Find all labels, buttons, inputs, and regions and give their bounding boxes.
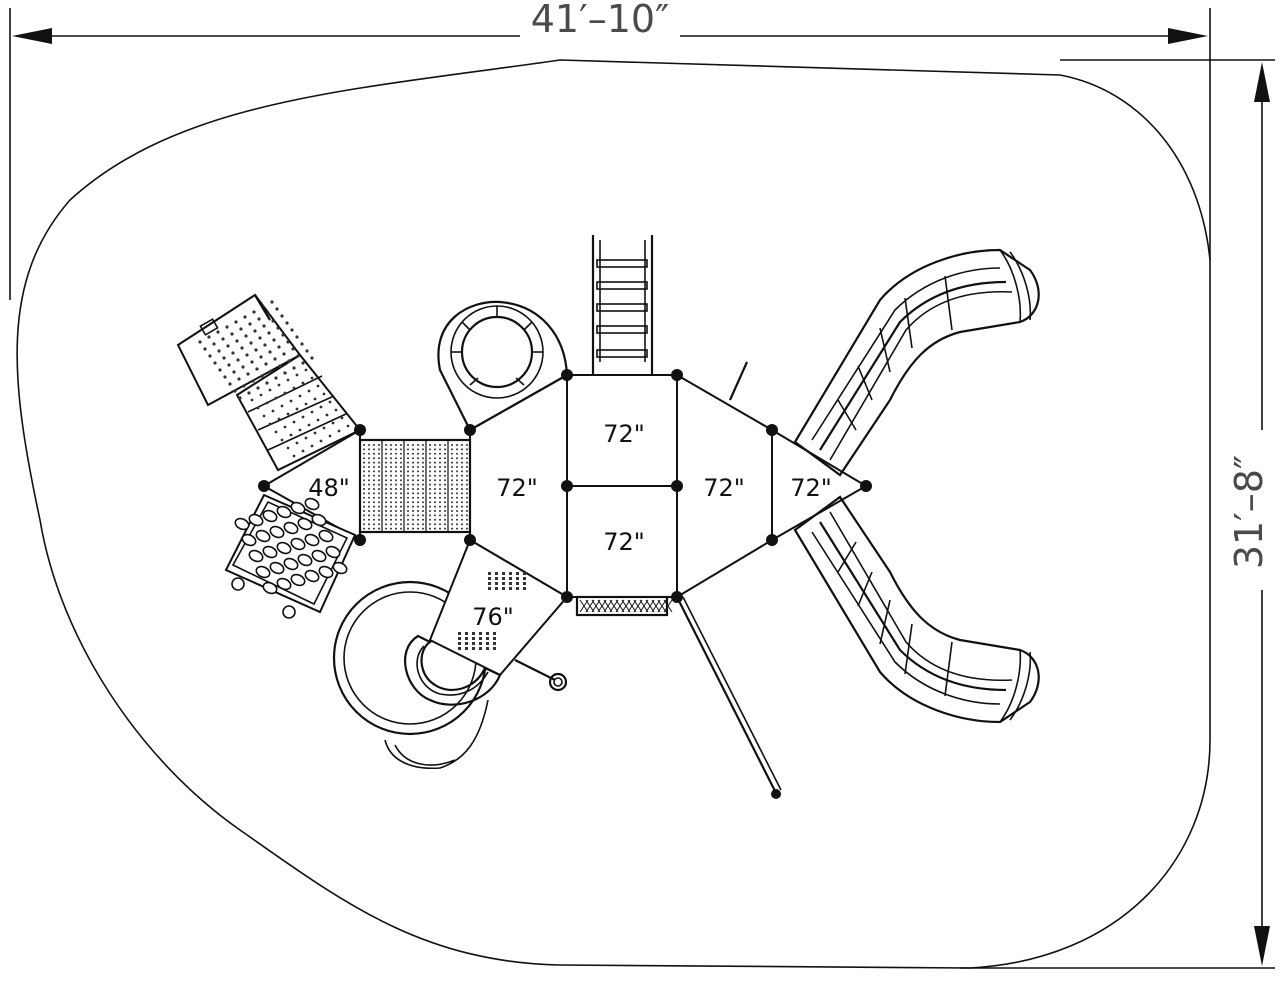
net-climber bbox=[224, 493, 357, 619]
crawl-tube bbox=[437, 300, 569, 432]
deck-bottom-square bbox=[566, 485, 678, 598]
step-climber bbox=[176, 293, 362, 472]
deck-label-slide-deck: 76" bbox=[472, 603, 514, 631]
fire-pole bbox=[676, 596, 782, 799]
deck-structure bbox=[261, 373, 868, 599]
deck-label-right-triangle: 72" bbox=[790, 474, 832, 502]
arrow-left-icon bbox=[12, 28, 52, 44]
deck-top-square bbox=[566, 374, 678, 487]
grab-pole bbox=[728, 361, 749, 401]
width-dimension-label: 41′–10″ bbox=[531, 0, 670, 41]
entry-grate bbox=[575, 595, 673, 617]
ladder bbox=[591, 235, 654, 375]
width-dimension: 41′–10″ bbox=[9, 0, 1211, 300]
deck-label-top-square: 72" bbox=[603, 420, 645, 448]
arrow-down-icon bbox=[1254, 926, 1270, 966]
wave-slides bbox=[793, 248, 1040, 724]
deck-label-right-hex: 72" bbox=[703, 474, 745, 502]
height-dimension: 31′–8″ bbox=[960, 59, 1280, 969]
posts bbox=[258, 369, 872, 603]
safety-zone-outline bbox=[16, 59, 1211, 969]
spiral-slide bbox=[332, 538, 569, 770]
deck-label-left-triangle: 48" bbox=[308, 474, 350, 502]
arrow-right-icon bbox=[1168, 28, 1208, 44]
perforated-bridge bbox=[358, 438, 472, 534]
height-dimension-label: 31′–8″ bbox=[1227, 455, 1271, 569]
deck-label-bottom-square: 72" bbox=[603, 528, 645, 556]
deck-label-left-hex: 72" bbox=[496, 474, 538, 502]
arrow-up-icon bbox=[1254, 62, 1270, 102]
